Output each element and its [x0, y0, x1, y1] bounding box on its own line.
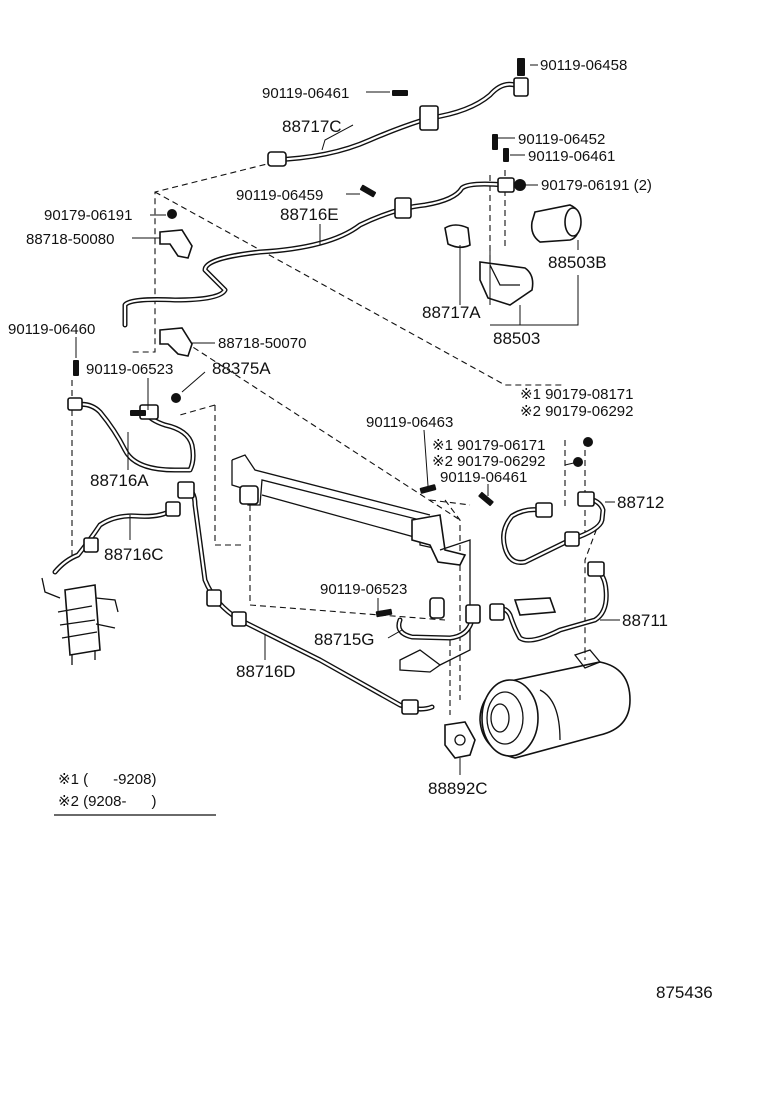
label-90179-06191-2: 90179-06191 (2): [541, 177, 652, 194]
label-90179-06191: 90179-06191: [44, 207, 132, 224]
leader-lines: [75, 64, 620, 775]
label-90119-06459: 90119-06459: [236, 187, 323, 204]
legend-row-1: ※1 ( -9208): [58, 771, 156, 788]
receiver-drier: [41, 577, 119, 665]
label-88503b: 88503B: [548, 253, 607, 272]
pipe-88717c: [267, 77, 529, 167]
label-90119-06523-b: 90119-06523: [320, 581, 407, 598]
label-88718-50080: 88718-50080: [26, 231, 114, 248]
label-88715g: 88715G: [314, 630, 375, 649]
label-x1-90179-08171: ※1 90179-08171: [520, 386, 634, 403]
label-88711: 88711: [622, 611, 668, 630]
label-90119-06461-b: 90119-06461: [528, 148, 615, 165]
label-88716c: 88716C: [104, 545, 164, 564]
label-88716e: 88716E: [280, 205, 339, 224]
label-90119-06463: 90119-06463: [366, 414, 453, 431]
label-88718-50070: 88718-50070: [218, 335, 306, 352]
clip-88718-50080: [159, 229, 193, 259]
label-88503: 88503: [493, 329, 540, 348]
clip-88718-50070: [159, 327, 193, 357]
label-88716d: 88716D: [236, 662, 296, 681]
bolts: [73, 58, 593, 618]
label-x2-90179-06292-a: ※2 90179-06292: [520, 403, 634, 420]
pipe-88715g: [396, 604, 481, 641]
pressure-switch-88503: [444, 204, 582, 306]
label-90119-06523-top: 90119-06523: [86, 361, 173, 378]
label-88892c: 88892C: [428, 779, 488, 798]
pipe-88716c: [52, 501, 181, 575]
pipe-88711: [489, 561, 609, 643]
pipe-88716e: [122, 177, 515, 328]
pipe-88716d: [177, 481, 435, 715]
label-90119-06461-c: 90119-06461: [440, 469, 527, 486]
label-88717a: 88717A: [422, 303, 481, 322]
label-90119-06460: 90119-06460: [8, 321, 95, 338]
pipe-88716a: [67, 397, 196, 473]
label-88712: 88712: [617, 493, 664, 512]
label-88375a: 88375A: [212, 359, 271, 378]
compressor: [479, 649, 631, 759]
label-90119-06461-top: 90119-06461: [262, 85, 349, 102]
label-88717c: 88717C: [282, 117, 342, 136]
figure-number: 875436: [656, 983, 713, 1002]
label-x1-90179-06171: ※1 90179-06171: [432, 437, 546, 454]
condenser-assembly: [231, 454, 471, 673]
label-x2-90179-06292-b: ※2 90179-06292: [432, 453, 546, 470]
bracket-88892c: [444, 721, 476, 759]
legend-row-2: ※2 (9208- ): [58, 793, 156, 810]
label-90119-06452: 90119-06452: [518, 131, 605, 148]
pipe-88712: [501, 491, 606, 565]
part-labels: 90119-06458 90119-06461 88717C 90119-064…: [8, 57, 668, 798]
label-88716a: 88716A: [90, 471, 149, 490]
label-90119-06458: 90119-06458: [540, 57, 627, 74]
legend: ※1 ( -9208) ※2 (9208- ): [54, 771, 216, 816]
